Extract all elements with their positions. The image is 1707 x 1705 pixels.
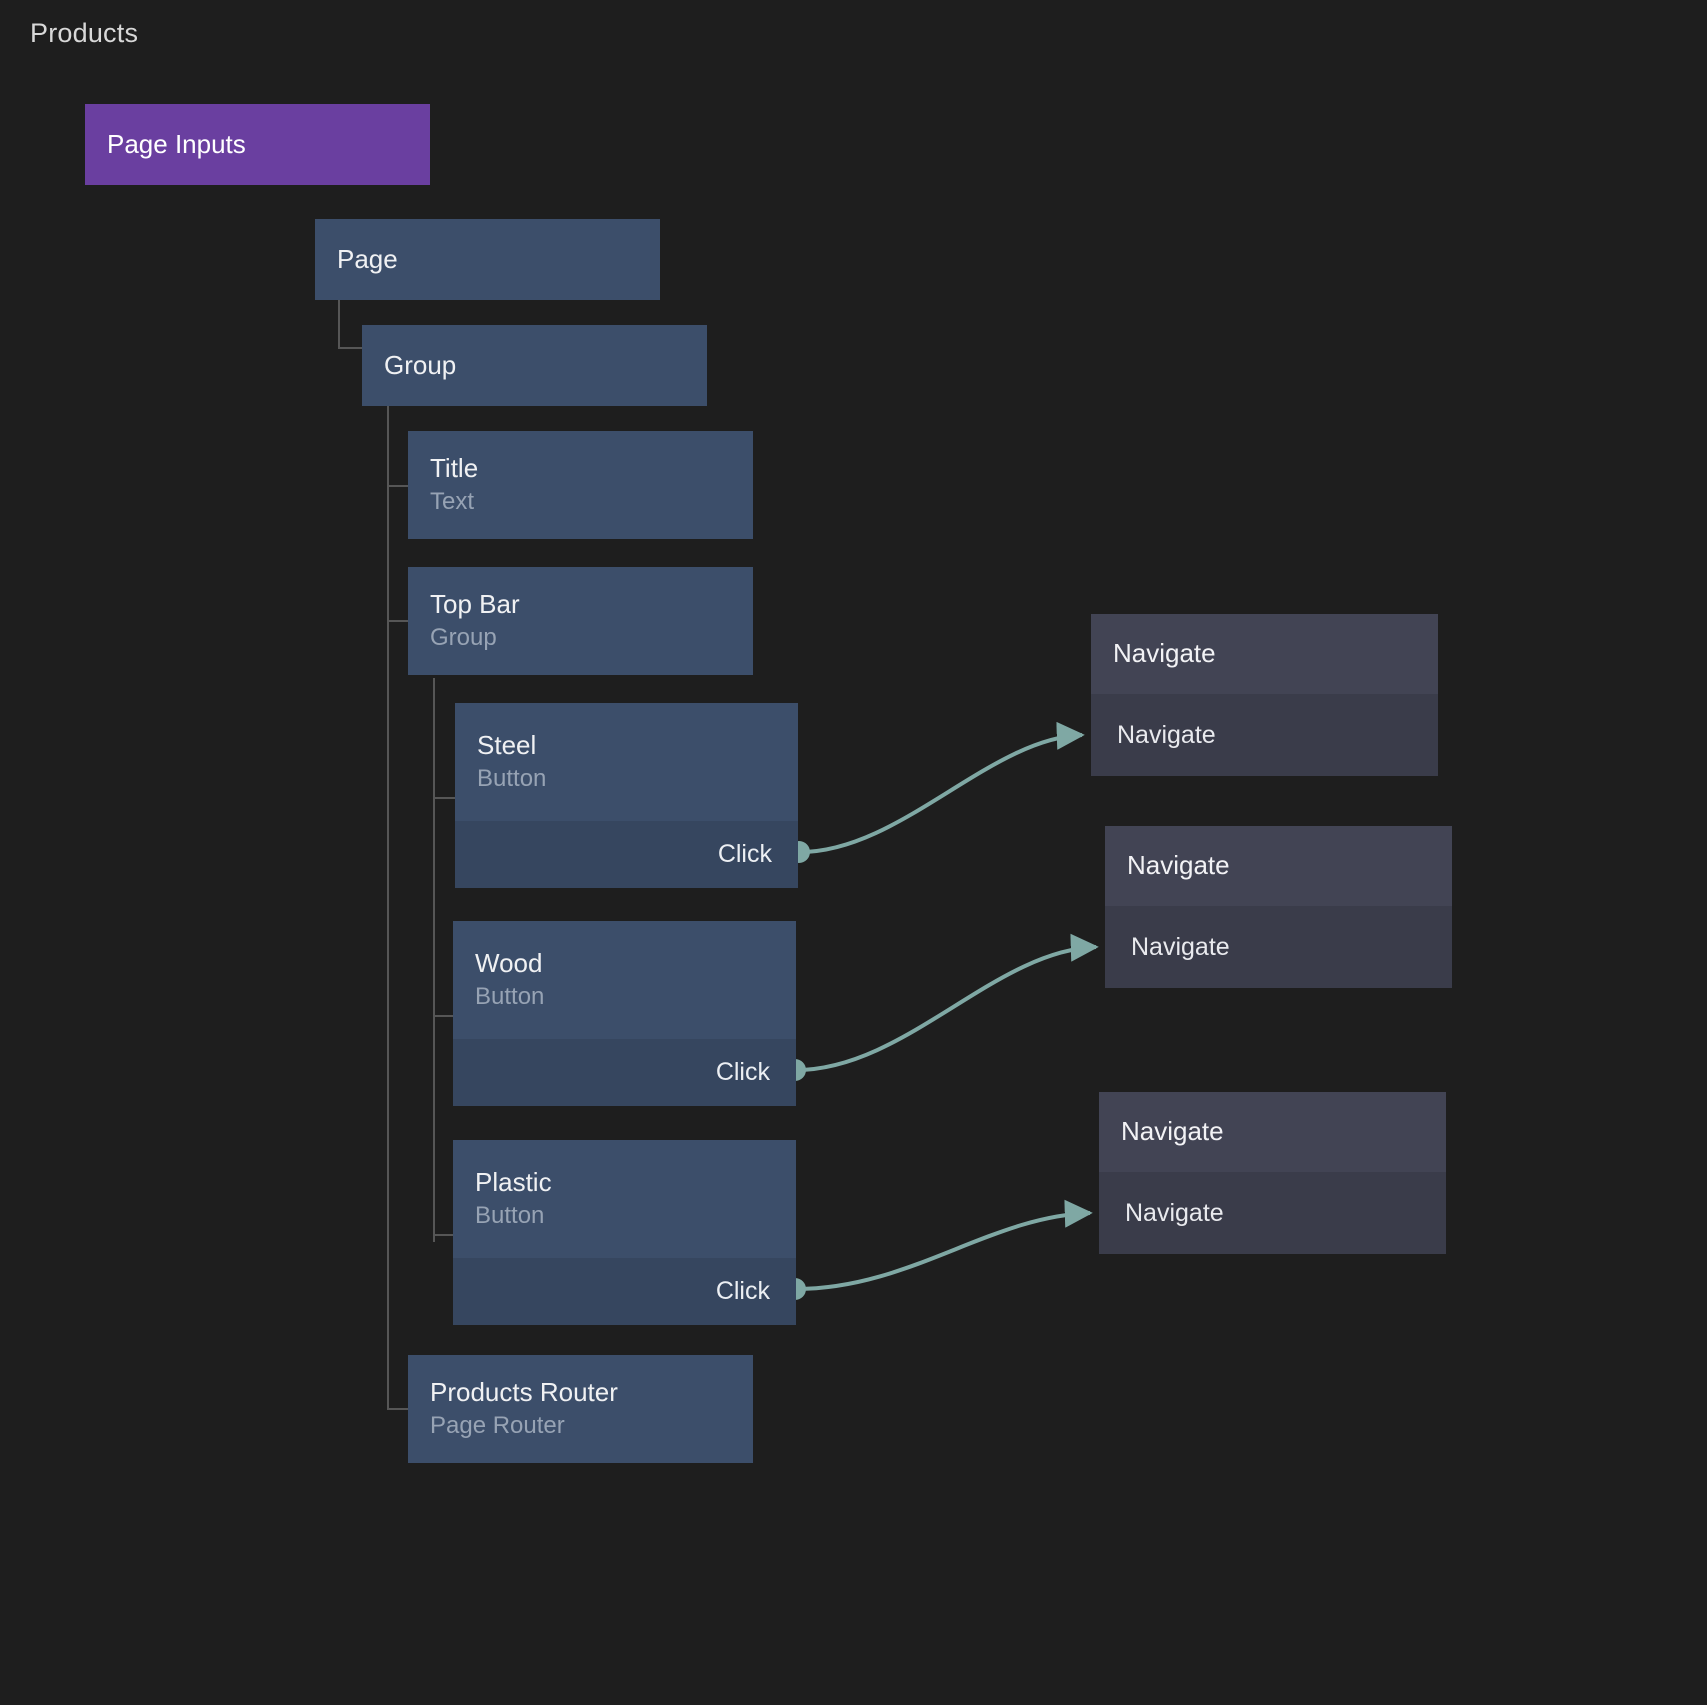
tree-line-group-spine [387, 406, 389, 1409]
page-title: Products [30, 18, 139, 48]
node-button-plastic-click-row[interactable]: Click [453, 1258, 796, 1325]
tree-line-group-elbow [338, 347, 364, 349]
node-button-wood-type: Button [475, 982, 545, 1010]
node-page-inputs-title: Page Inputs [107, 128, 246, 159]
node-action-navigate-3-header: Navigate [1099, 1092, 1446, 1172]
node-action-navigate-1-row-label: Navigate [1117, 720, 1216, 749]
node-products-router[interactable]: Products Router Page Router [408, 1355, 753, 1463]
node-top-bar-header: Top Bar Group [408, 567, 753, 675]
node-button-steel-header: Steel Button [455, 703, 798, 821]
node-button-plastic-type: Button [475, 1201, 545, 1229]
node-page-header: Page [315, 219, 660, 300]
node-group-title: Group [384, 349, 457, 380]
node-title-label: Title [430, 453, 479, 484]
node-button-steel[interactable]: Steel Button Click [455, 703, 798, 888]
node-products-router-label: Products Router [430, 1377, 618, 1408]
node-action-navigate-2[interactable]: Navigate Navigate [1105, 826, 1452, 988]
edge-wood-to-navigate-2 [795, 933, 1099, 1072]
node-action-navigate-3[interactable]: Navigate Navigate [1099, 1092, 1446, 1254]
node-action-navigate-2-header: Navigate [1105, 826, 1452, 906]
node-action-navigate-1-title: Navigate [1113, 638, 1216, 669]
node-button-wood[interactable]: Wood Button Click [453, 921, 796, 1106]
node-action-navigate-2-row-label: Navigate [1131, 932, 1230, 961]
node-page-inputs-header: Page Inputs [85, 104, 430, 185]
tree-line-to-wood [433, 1015, 455, 1017]
node-top-bar-type: Group [430, 623, 497, 651]
node-products-router-header: Products Router Page Router [408, 1355, 753, 1463]
node-button-wood-click-label: Click [715, 1058, 770, 1086]
node-button-steel-label: Steel [477, 730, 537, 761]
node-action-navigate-1-header: Navigate [1091, 614, 1438, 694]
node-top-bar-label: Top Bar [430, 589, 520, 620]
tree-line-to-plastic [433, 1234, 455, 1236]
node-button-wood-click-row[interactable]: Click [453, 1039, 796, 1106]
tree-line-topbar-spine [433, 678, 435, 1242]
node-action-navigate-1-row[interactable]: Navigate [1091, 694, 1438, 776]
node-button-steel-type: Button [477, 764, 547, 792]
node-button-plastic-click-label: Click [715, 1277, 770, 1305]
tree-line-to-steel [433, 797, 455, 799]
node-action-navigate-1[interactable]: Navigate Navigate [1091, 614, 1438, 776]
node-button-plastic-label: Plastic [475, 1167, 552, 1198]
node-button-steel-click-row[interactable]: Click [455, 821, 798, 888]
node-title[interactable]: Title Text [408, 431, 753, 539]
node-group-header: Group [362, 325, 707, 406]
node-action-navigate-2-title: Navigate [1127, 850, 1230, 881]
node-action-navigate-3-row-label: Navigate [1125, 1198, 1224, 1227]
tree-line-to-router [387, 1408, 409, 1410]
node-title-type: Text [430, 487, 475, 515]
node-page[interactable]: Page [315, 219, 660, 300]
node-title-header: Title Text [408, 431, 753, 539]
node-page-title: Page [337, 243, 398, 274]
node-group[interactable]: Group [362, 325, 707, 406]
tree-line-page-to-group [338, 300, 340, 348]
node-products-router-type: Page Router [430, 1411, 565, 1439]
tree-line-to-topbar [387, 620, 409, 622]
node-button-plastic-header: Plastic Button [453, 1140, 796, 1258]
node-action-navigate-2-row[interactable]: Navigate [1105, 906, 1452, 988]
node-action-navigate-3-title: Navigate [1121, 1116, 1224, 1147]
node-page-inputs[interactable]: Page Inputs [85, 104, 430, 185]
edge-plastic-to-navigate-3 [795, 1199, 1093, 1291]
tree-line-to-title [387, 485, 409, 487]
node-button-wood-label: Wood [475, 948, 543, 979]
node-button-wood-header: Wood Button [453, 921, 796, 1039]
node-button-plastic[interactable]: Plastic Button Click [453, 1140, 796, 1325]
node-top-bar[interactable]: Top Bar Group [408, 567, 753, 675]
edge-steel-to-navigate-1 [799, 721, 1085, 854]
node-button-steel-click-label: Click [717, 840, 772, 868]
node-action-navigate-3-row[interactable]: Navigate [1099, 1172, 1446, 1254]
